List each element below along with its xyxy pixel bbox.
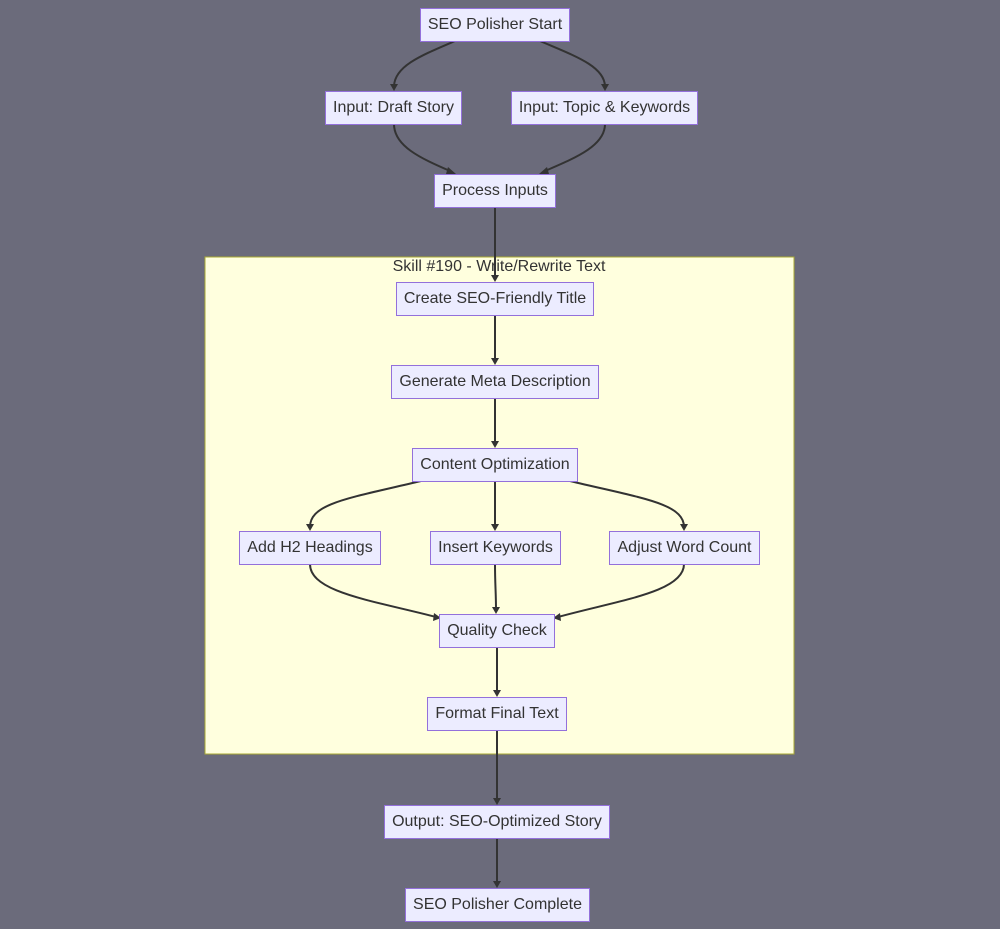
- arrowhead-process-left: [446, 167, 456, 174]
- edges: [309, 40, 685, 884]
- edge-content-to-wordcount: [569, 480, 685, 528]
- node-format-final-text[interactable]: Format Final Text: [427, 697, 567, 731]
- arrowhead-content: [491, 441, 499, 448]
- arrowhead-keywords: [491, 524, 499, 531]
- node-quality-check[interactable]: Quality Check: [439, 614, 555, 648]
- cluster-title: Skill #190 - Write/Rewrite Text: [393, 258, 606, 275]
- node-add-h2-headings[interactable]: Add H2 Headings: [239, 531, 381, 565]
- node-seo-polisher-complete[interactable]: SEO Polisher Complete: [405, 888, 590, 922]
- node-input-topic-keywords[interactable]: Input: Topic & Keywords: [511, 91, 698, 125]
- skill-cluster: Skill #190 - Write/Rewrite Text: [204, 256, 795, 755]
- node-process-inputs[interactable]: Process Inputs: [434, 174, 556, 208]
- arrowhead-quality-left: [433, 613, 441, 621]
- edge-draft-to-process: [393, 123, 451, 172]
- node-create-seo-title[interactable]: Create SEO-Friendly Title: [396, 282, 594, 316]
- edge-start-to-topic: [539, 40, 606, 87]
- arrowhead-format: [493, 690, 501, 697]
- edge-topic-to-process: [544, 123, 606, 172]
- arrowhead-quality-right: [553, 613, 561, 621]
- cluster-box: [204, 256, 795, 755]
- node-insert-keywords[interactable]: Insert Keywords: [430, 531, 561, 565]
- node-output-seo-story[interactable]: Output: SEO-Optimized Story: [384, 805, 610, 839]
- arrowheads: [306, 84, 688, 888]
- arrowhead-title: [491, 275, 499, 282]
- node-adjust-word-count[interactable]: Adjust Word Count: [609, 531, 760, 565]
- node-seo-polisher-start[interactable]: SEO Polisher Start: [420, 8, 570, 42]
- arrowhead-output: [493, 798, 501, 805]
- arrowhead-topic: [601, 84, 609, 91]
- arrowhead-complete: [493, 881, 501, 888]
- node-generate-meta-description[interactable]: Generate Meta Description: [391, 365, 599, 399]
- arrowhead-wordcount: [680, 524, 688, 531]
- edge-wordcount-to-quality: [557, 563, 685, 618]
- edge-h2-to-quality: [309, 563, 437, 618]
- edge-keywords-to-quality: [494, 563, 497, 611]
- arrowhead-process-right: [539, 167, 549, 174]
- node-content-optimization[interactable]: Content Optimization: [412, 448, 578, 482]
- edge-content-to-h2: [309, 480, 422, 528]
- arrowhead-meta: [491, 358, 499, 365]
- arrowhead-quality-mid: [492, 607, 500, 614]
- arrowhead-draft: [390, 84, 398, 91]
- arrowhead-h2: [306, 524, 314, 531]
- node-input-draft-story[interactable]: Input: Draft Story: [325, 91, 462, 125]
- edge-start-to-draft: [393, 40, 456, 87]
